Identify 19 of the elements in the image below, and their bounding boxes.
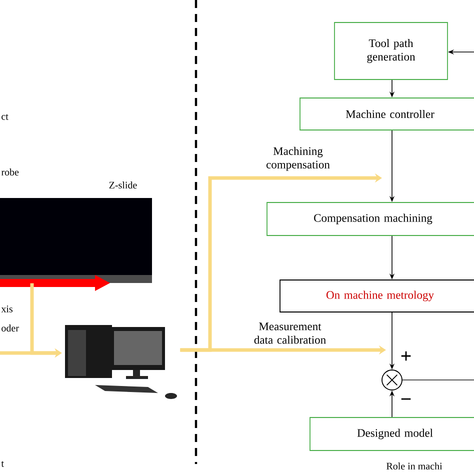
process-box: Designed model <box>310 417 474 451</box>
text-label: Z-slide <box>109 181 137 188</box>
sign-symbol: + <box>401 351 411 361</box>
edge-label: Measurement data calibration <box>254 322 326 344</box>
text-label: ct <box>2 114 8 120</box>
sign-symbol: − <box>401 398 411 400</box>
edge-label: Machining compensation <box>266 146 330 171</box>
process-box: Machine controller <box>300 98 474 130</box>
text-label: Role in machi <box>386 462 442 470</box>
process-box: Compensation machining <box>266 202 474 236</box>
summing-junction <box>382 370 402 390</box>
picture <box>65 325 177 399</box>
text-label: xis <box>1 306 12 312</box>
process-box: On machine metrology <box>280 280 474 312</box>
text-label: t <box>1 461 4 467</box>
process-box: Tool path generation <box>334 22 448 80</box>
text-label: oder <box>2 324 19 332</box>
picture <box>0 198 152 291</box>
text-label: robe <box>1 168 19 176</box>
